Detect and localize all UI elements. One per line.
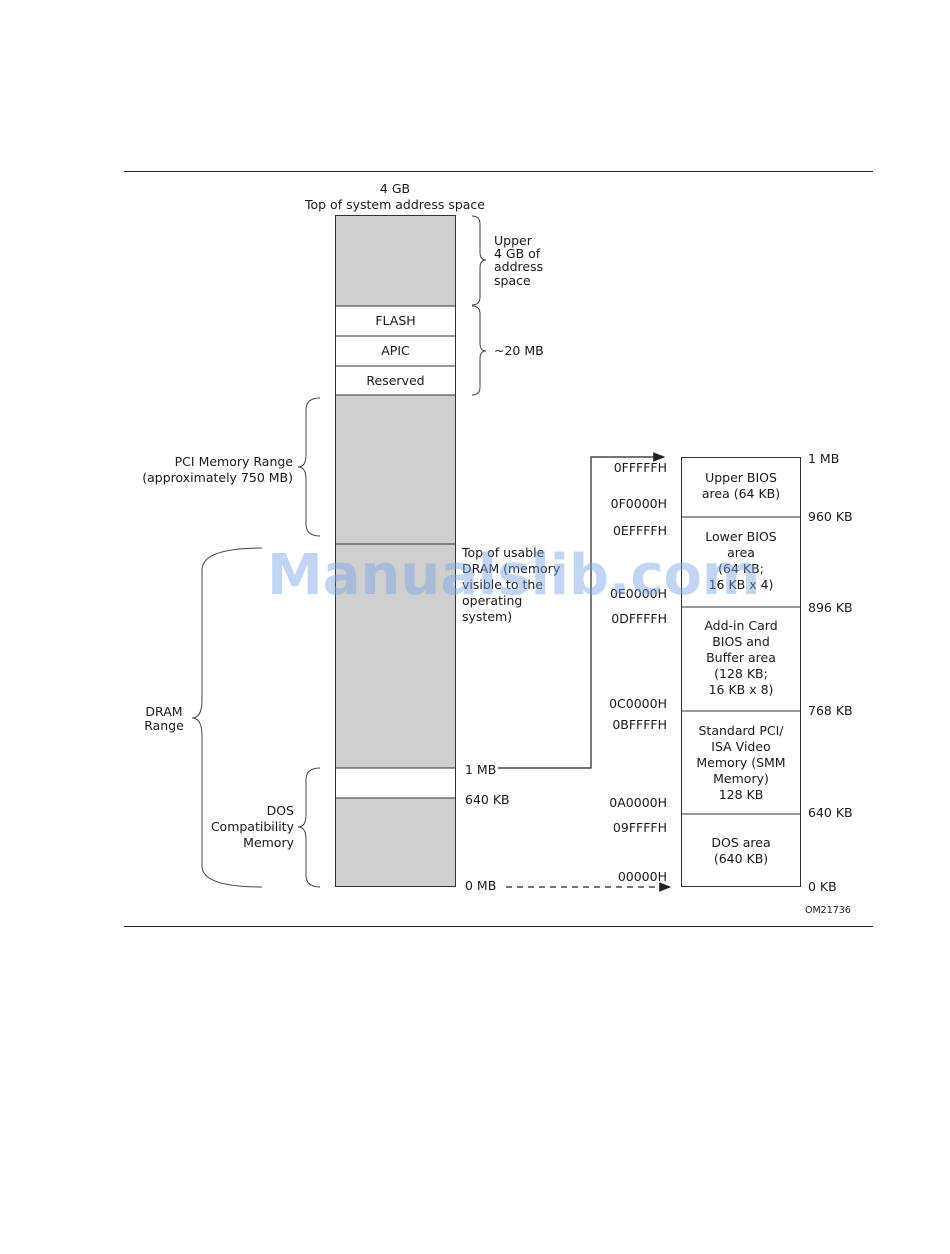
dos-area-line1: DOS area xyxy=(711,835,771,850)
hex-0dffffh: 0DFFFFH xyxy=(611,611,667,626)
video-memory-cell: Standard PCI/ ISA Video Memory (SMM Memo… xyxy=(681,711,801,814)
video-line3: Memory (SMM xyxy=(696,755,786,770)
lower-bios-line3: (64 KB; xyxy=(718,561,764,576)
addin-line1: Add-in Card xyxy=(704,618,778,633)
pci-memory-block xyxy=(335,395,456,544)
marker-1mb: 1 MB xyxy=(465,762,497,777)
dram-block xyxy=(335,544,456,768)
pci-label-2: (approximately 750 MB) xyxy=(142,470,293,485)
video-line2: ISA Video xyxy=(711,739,771,754)
hex-0a0000h: 0A0000H xyxy=(609,795,667,810)
top-label-desc: Top of system address space xyxy=(304,197,485,212)
reserved-label: Reserved xyxy=(366,373,425,388)
bottom-rule xyxy=(124,926,873,927)
hex-0e0000h: 0E0000H xyxy=(609,586,667,601)
reserved-block: Reserved xyxy=(335,366,456,395)
pci-label-1: PCI Memory Range xyxy=(174,454,293,469)
dos-upper-block xyxy=(335,768,456,798)
dos-block xyxy=(335,798,456,887)
hex-0fffffh: 0FFFFFH xyxy=(613,460,667,475)
video-line1: Standard PCI/ xyxy=(698,723,784,738)
upper-label-3: address xyxy=(494,259,544,274)
lower-bios-line2: area xyxy=(727,545,755,560)
upper-bios-cell: Upper BIOS area (64 KB) xyxy=(681,457,801,517)
right-column-outline xyxy=(681,457,801,887)
kb-640: 640 KB xyxy=(808,805,853,820)
brace-upper xyxy=(471,215,487,306)
upper-label-1: Upper xyxy=(494,233,532,248)
apic-block: APIC xyxy=(335,336,456,366)
dos-area-line2: (640 KB) xyxy=(713,851,769,866)
dos-area-cell: DOS area (640 KB) xyxy=(681,814,801,887)
upper-label-2: 4 GB of xyxy=(494,246,541,261)
watermark: Manualslib.com xyxy=(267,543,761,608)
flash-block: FLASH xyxy=(335,306,456,336)
dram-label-2: Range xyxy=(144,718,184,733)
hex-0bffffh: 0BFFFFH xyxy=(612,717,667,732)
connector-1mb xyxy=(498,452,666,769)
kb-1mb: 1 MB xyxy=(808,451,840,466)
dos-compat-3: Memory xyxy=(243,835,294,850)
addin-line5: 16 KB x 8) xyxy=(708,682,774,697)
brace-20mb xyxy=(471,305,487,396)
figure-id: OM21736 xyxy=(805,905,851,916)
top-usable-3: visible to the xyxy=(462,577,543,592)
kb-768: 768 KB xyxy=(808,703,853,718)
marker-640kb: 640 KB xyxy=(465,792,510,807)
addin-line2: BIOS and xyxy=(712,634,770,649)
flash-label: FLASH xyxy=(375,313,416,328)
apic-label: APIC xyxy=(381,343,410,358)
top-label-size: 4 GB xyxy=(379,181,411,196)
lower-bios-line1: Lower BIOS xyxy=(705,529,777,544)
brace-pci xyxy=(297,397,321,537)
top-usable-2: DRAM (memory xyxy=(462,561,561,576)
addin-card-cell: Add-in Card BIOS and Buffer area (128 KB… xyxy=(681,607,801,711)
kb-896: 896 KB xyxy=(808,600,853,615)
lower-bios-cell: Lower BIOS area (64 KB; 16 KB x 4) xyxy=(681,517,801,607)
twenty-mb-label: ~20 MB xyxy=(494,343,544,358)
hex-0f0000h: 0F0000H xyxy=(610,496,667,511)
top-usable-5: system) xyxy=(462,609,513,624)
dos-compat-1: DOS xyxy=(266,803,294,818)
top-usable-1: Top of usable xyxy=(462,545,545,560)
top-rule xyxy=(124,171,873,172)
marker-0mb: 0 MB xyxy=(465,878,497,893)
addin-line3: Buffer area xyxy=(706,650,776,665)
dos-compat-2: Compatibility xyxy=(210,819,294,834)
hex-0effffh: 0EFFFFH xyxy=(612,523,667,538)
upper-bios-line1: Upper BIOS xyxy=(705,470,777,485)
left-column-outline xyxy=(335,215,456,887)
hex-00000h: 00000H xyxy=(617,869,667,884)
addin-line4: (128 KB; xyxy=(714,666,768,681)
hex-0c0000h: 0C0000H xyxy=(609,696,667,711)
upper-4gb-block xyxy=(335,215,456,306)
kb-960: 960 KB xyxy=(808,509,853,524)
upper-label-4: space xyxy=(494,273,531,288)
brace-dram xyxy=(191,547,263,888)
lower-bios-line4: 16 KB x 4) xyxy=(708,577,774,592)
brace-dos xyxy=(297,767,321,888)
kb-0: 0 KB xyxy=(808,879,837,894)
dram-label-1: DRAM xyxy=(145,704,183,719)
video-line5: 128 KB xyxy=(718,787,764,802)
top-usable-4: operating xyxy=(462,593,523,608)
video-line4: Memory) xyxy=(713,771,769,786)
hex-09ffffh: 09FFFFH xyxy=(612,820,667,835)
upper-bios-line2: area (64 KB) xyxy=(701,486,781,501)
